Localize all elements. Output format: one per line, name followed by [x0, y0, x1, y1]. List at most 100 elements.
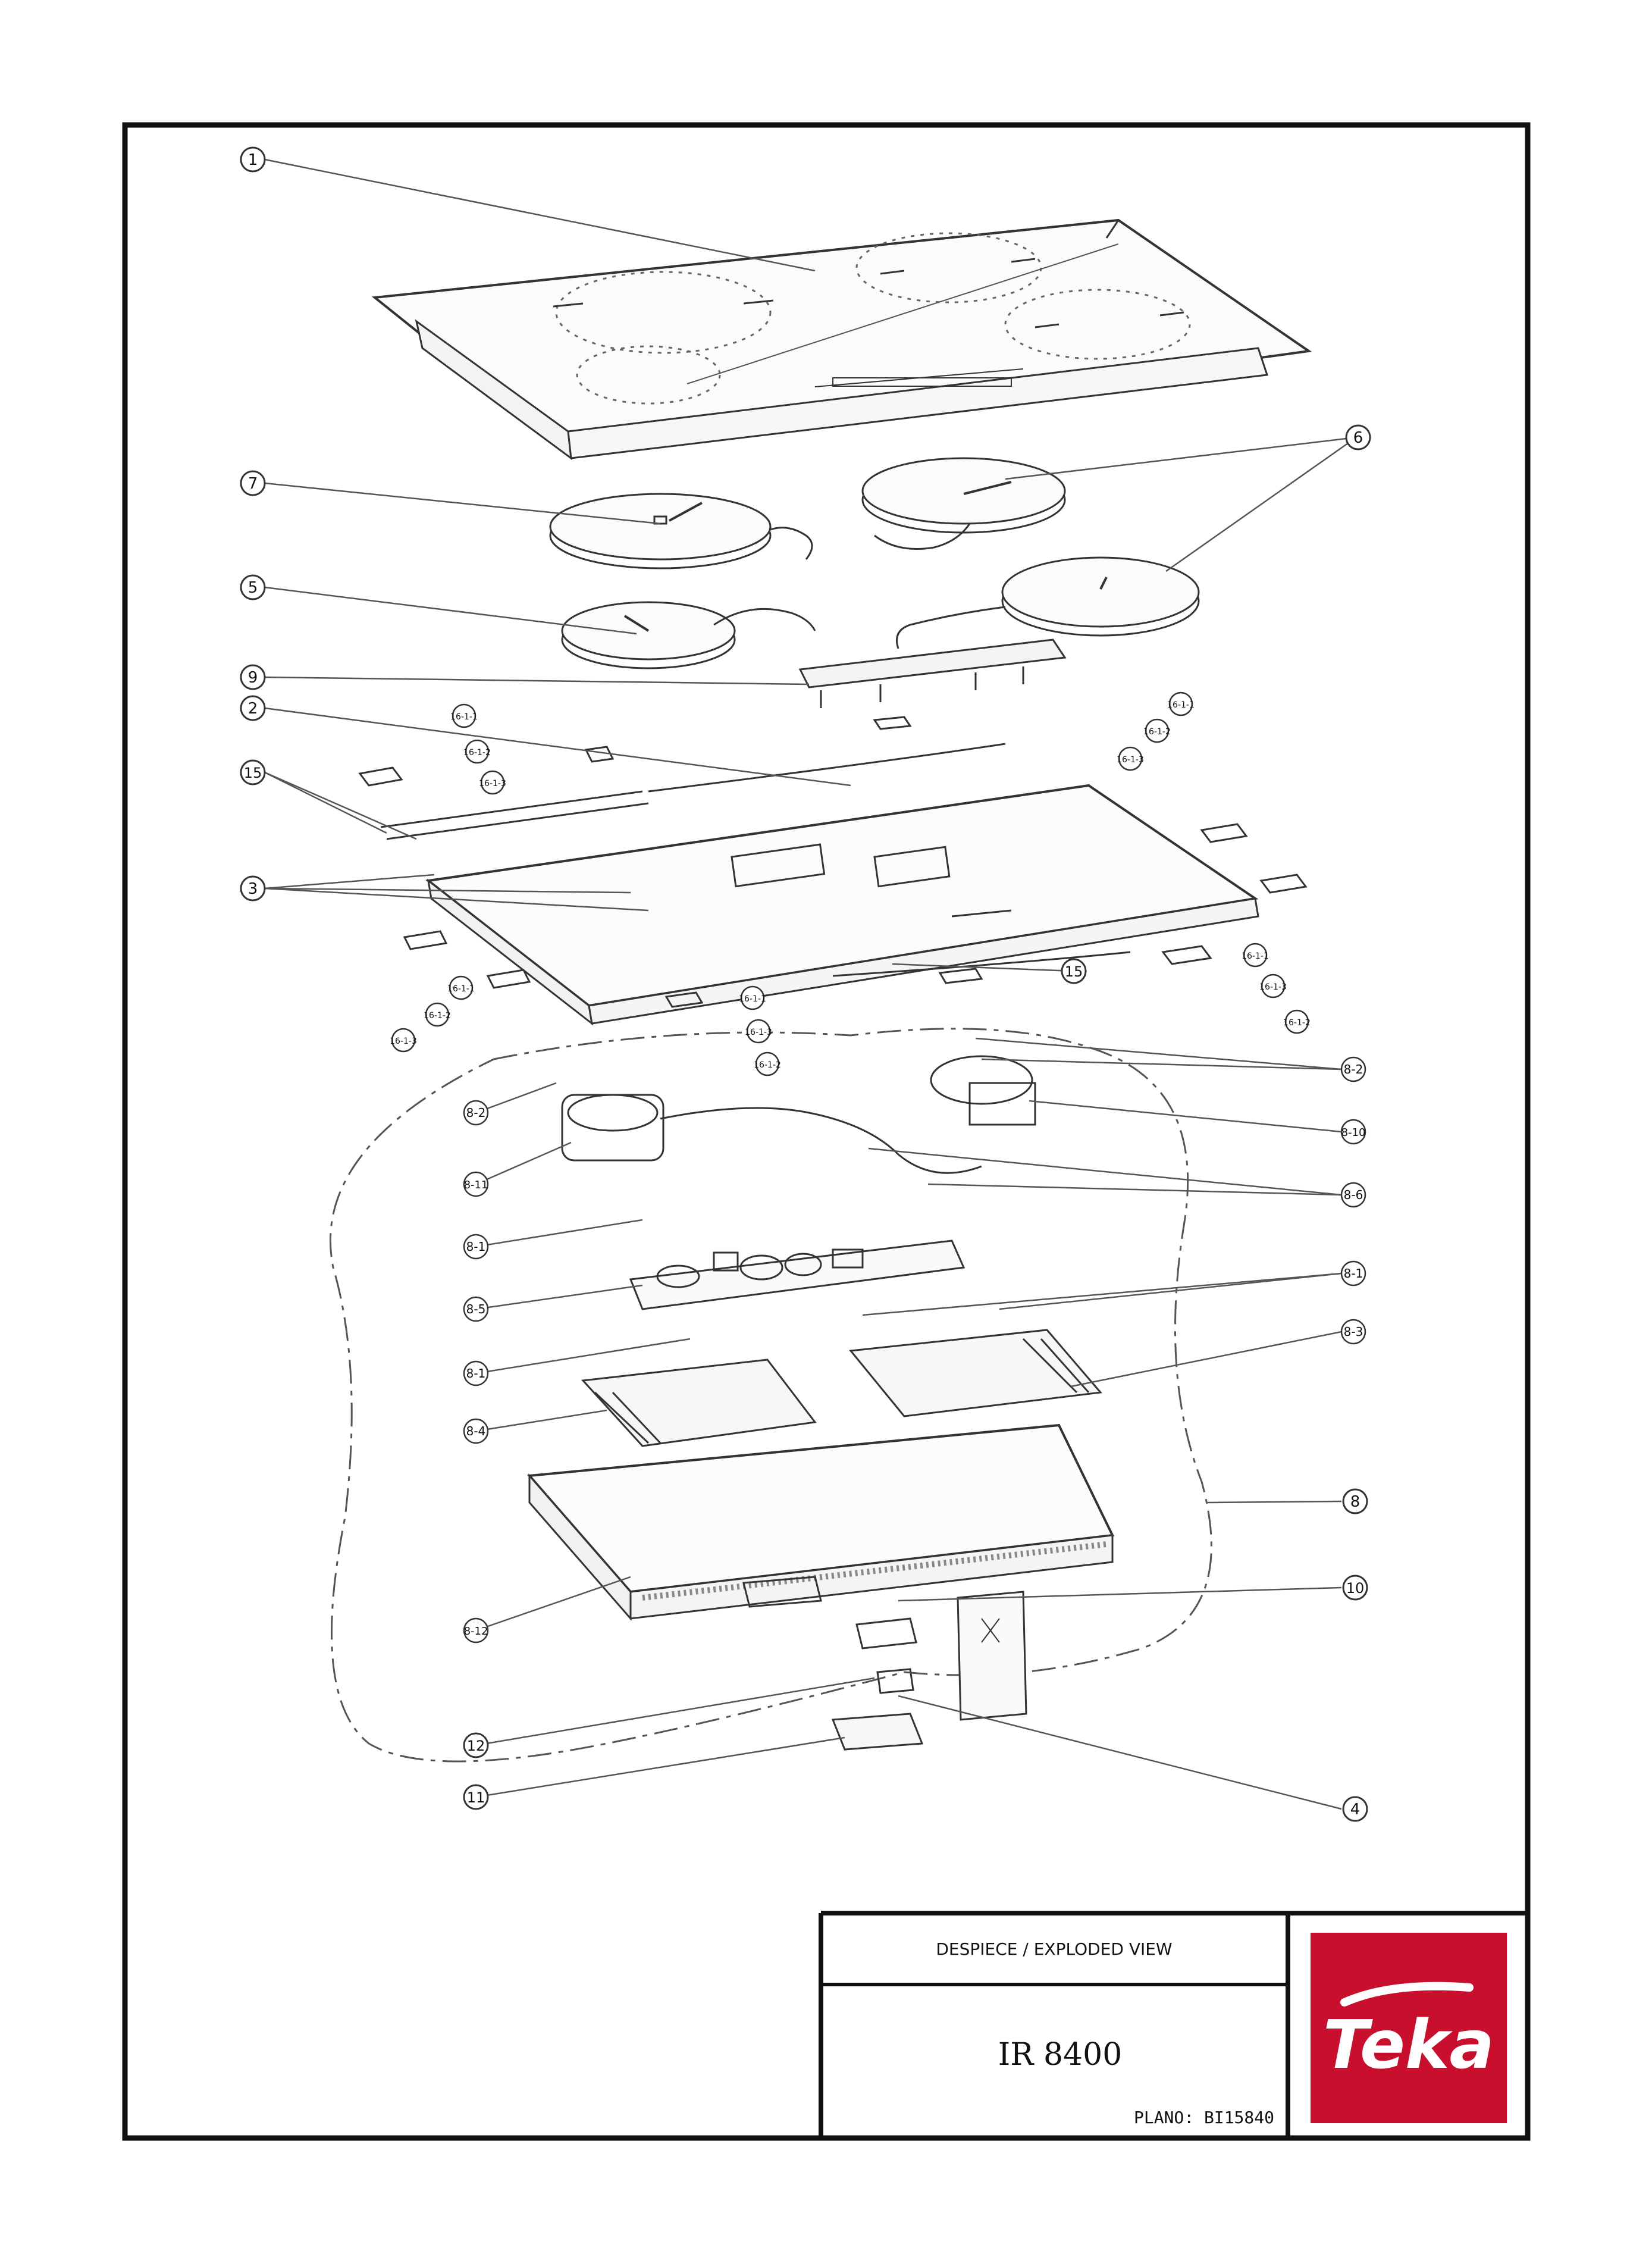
callout-label: 8-2 — [1344, 1062, 1363, 1076]
callout-label: 8-1 — [466, 1240, 486, 1254]
callout-16-1-1d: 16-1-1 — [739, 985, 766, 1010]
title-block: DESPIECE / EXPLODED VIEW IR 8400 PLANO: … — [819, 1911, 1528, 2138]
callout-15b: 15 — [1061, 958, 1087, 984]
callout-9: 9 — [240, 664, 266, 690]
callout-8-12: 8-12 — [463, 1617, 489, 1644]
callout-label: 7 — [248, 475, 258, 493]
callout-10: 10 — [1342, 1575, 1368, 1601]
teka-logo: Teka — [1311, 1933, 1507, 2123]
callout-16-1-2d: 16-1-2 — [754, 1051, 781, 1076]
callout-label: 8-1 — [466, 1366, 486, 1381]
callout-12: 12 — [463, 1732, 489, 1758]
callout-16-1-3e: 16-1-3 — [1259, 974, 1287, 999]
part-burner-5 — [561, 601, 816, 669]
callout-6: 6 — [1345, 424, 1371, 450]
callout-8-5: 8-5 — [463, 1296, 489, 1322]
model-name: IR 8400 — [998, 2037, 1123, 2073]
callout-16-1-1b: 16-1-1 — [1167, 691, 1195, 716]
callout-label: 16-1-3 — [390, 1037, 417, 1046]
callout-8-6: 8-6 — [1340, 1182, 1366, 1208]
callout-label: 16-1-1 — [447, 984, 475, 994]
callout-label: 8-6 — [1344, 1188, 1363, 1202]
callout-label: 16-1-1 — [739, 994, 766, 1004]
callout-8-2a: 8-2 — [1340, 1056, 1366, 1082]
callout-16-1-3c: 16-1-3 — [390, 1028, 417, 1053]
callout-label: 16-1-2 — [754, 1060, 781, 1070]
callout-label: 8-4 — [466, 1424, 486, 1438]
callout-label: 15 — [1065, 963, 1083, 980]
callout-16-1-3d: 16-1-3 — [745, 1019, 772, 1044]
callout-label: 16-1-3 — [1117, 755, 1144, 765]
callout-16-1-2b: 16-1-2 — [1143, 718, 1171, 743]
part-control-board-9 — [798, 638, 1067, 708]
callout-label: 8-3 — [1344, 1325, 1363, 1339]
callout-label: 16-1-2 — [463, 748, 491, 758]
callout-label: 8-10 — [1341, 1126, 1366, 1139]
callout-label: 15 — [244, 765, 262, 781]
callout-16-1-2e: 16-1-2 — [1283, 1009, 1311, 1034]
callout-label: 16-1-1 — [450, 712, 478, 722]
callout-label: 16-1-1 — [1242, 951, 1269, 961]
callout-label: 16-1-1 — [1167, 700, 1195, 710]
callout-15a: 15 — [240, 759, 266, 785]
callout-label: 16-1-2 — [1283, 1018, 1311, 1028]
callout-label: 8-1 — [1344, 1266, 1363, 1281]
part-small-components — [742, 1576, 1027, 1751]
callout-label: 11 — [467, 1789, 485, 1806]
part-base-tray-8-12 — [526, 1423, 1115, 1622]
sheet-border — [122, 122, 1531, 2141]
callout-16-1-3a: 16-1-3 — [479, 770, 506, 795]
callout-11: 11 — [463, 1784, 489, 1810]
leader-lines — [264, 158, 1357, 1810]
callout-label: 4 — [1350, 1801, 1361, 1818]
callout-16-1-3b: 16-1-3 — [1117, 746, 1144, 771]
part-glass-top — [371, 218, 1312, 461]
callout-4: 4 — [1342, 1796, 1368, 1822]
callout-label: 16-1-2 — [1143, 727, 1171, 737]
callout-label: 8-11 — [464, 1179, 488, 1191]
callout-label: 8-12 — [464, 1625, 488, 1638]
callout-8-3: 8-3 — [1340, 1319, 1366, 1345]
plan-number: PLANO: BI15840 — [1134, 2108, 1274, 2127]
callout-16-1-1e: 16-1-1 — [1242, 943, 1269, 968]
callout-label: 12 — [467, 1738, 485, 1754]
callout-8-2b: 8-2 — [463, 1100, 489, 1126]
callout-label: 8-5 — [466, 1302, 486, 1316]
callout-label: 5 — [248, 579, 258, 597]
exploded-drawing — [264, 158, 1357, 1810]
callout-label: 16-1-3 — [479, 779, 506, 788]
callout-8-1a: 8-1 — [463, 1234, 489, 1260]
callout-8-10: 8-10 — [1340, 1119, 1366, 1145]
part-brackets-16 — [358, 716, 1308, 1008]
part-burner-6 — [861, 457, 1200, 649]
callout-8-11: 8-11 — [463, 1171, 489, 1197]
callout-8: 8 — [1342, 1488, 1368, 1514]
part-frame-3 — [380, 743, 1259, 1026]
callout-bubbles: 1 7 6 5 9 2 15 3 15 16-1-1 16-1-2 16-1-3… — [240, 146, 1371, 1822]
callout-8-1b: 8-1 — [1340, 1260, 1366, 1287]
callout-16-1-1a: 16-1-1 — [450, 703, 478, 728]
callout-8-4: 8-4 — [463, 1418, 489, 1444]
callout-label: 16-1-3 — [745, 1028, 772, 1037]
callout-label: 2 — [248, 700, 258, 718]
callout-16-1-2c: 16-1-2 — [424, 1002, 451, 1027]
callout-16-1-2a: 16-1-2 — [463, 739, 491, 764]
callout-5: 5 — [240, 574, 266, 600]
callout-label: 16-1-2 — [424, 1011, 451, 1021]
part-filter-board-8-5 — [629, 1240, 966, 1310]
view-title: DESPIECE / EXPLODED VIEW — [936, 1939, 1172, 1959]
callout-label: 10 — [1346, 1580, 1365, 1597]
callout-16-1-1c: 16-1-1 — [447, 975, 475, 1000]
callout-7: 7 — [240, 470, 266, 496]
part-power-boards — [581, 1329, 1102, 1447]
part-burner-7 — [549, 493, 813, 569]
callout-label: 8-2 — [466, 1106, 486, 1120]
callout-label: 8 — [1350, 1493, 1361, 1511]
callout-8-1c: 8-1 — [463, 1360, 489, 1386]
callout-label: 9 — [248, 669, 258, 687]
callout-label: 3 — [248, 880, 258, 898]
callout-3: 3 — [240, 875, 266, 902]
callout-label: 1 — [248, 151, 258, 169]
callout-label: 6 — [1353, 429, 1363, 447]
